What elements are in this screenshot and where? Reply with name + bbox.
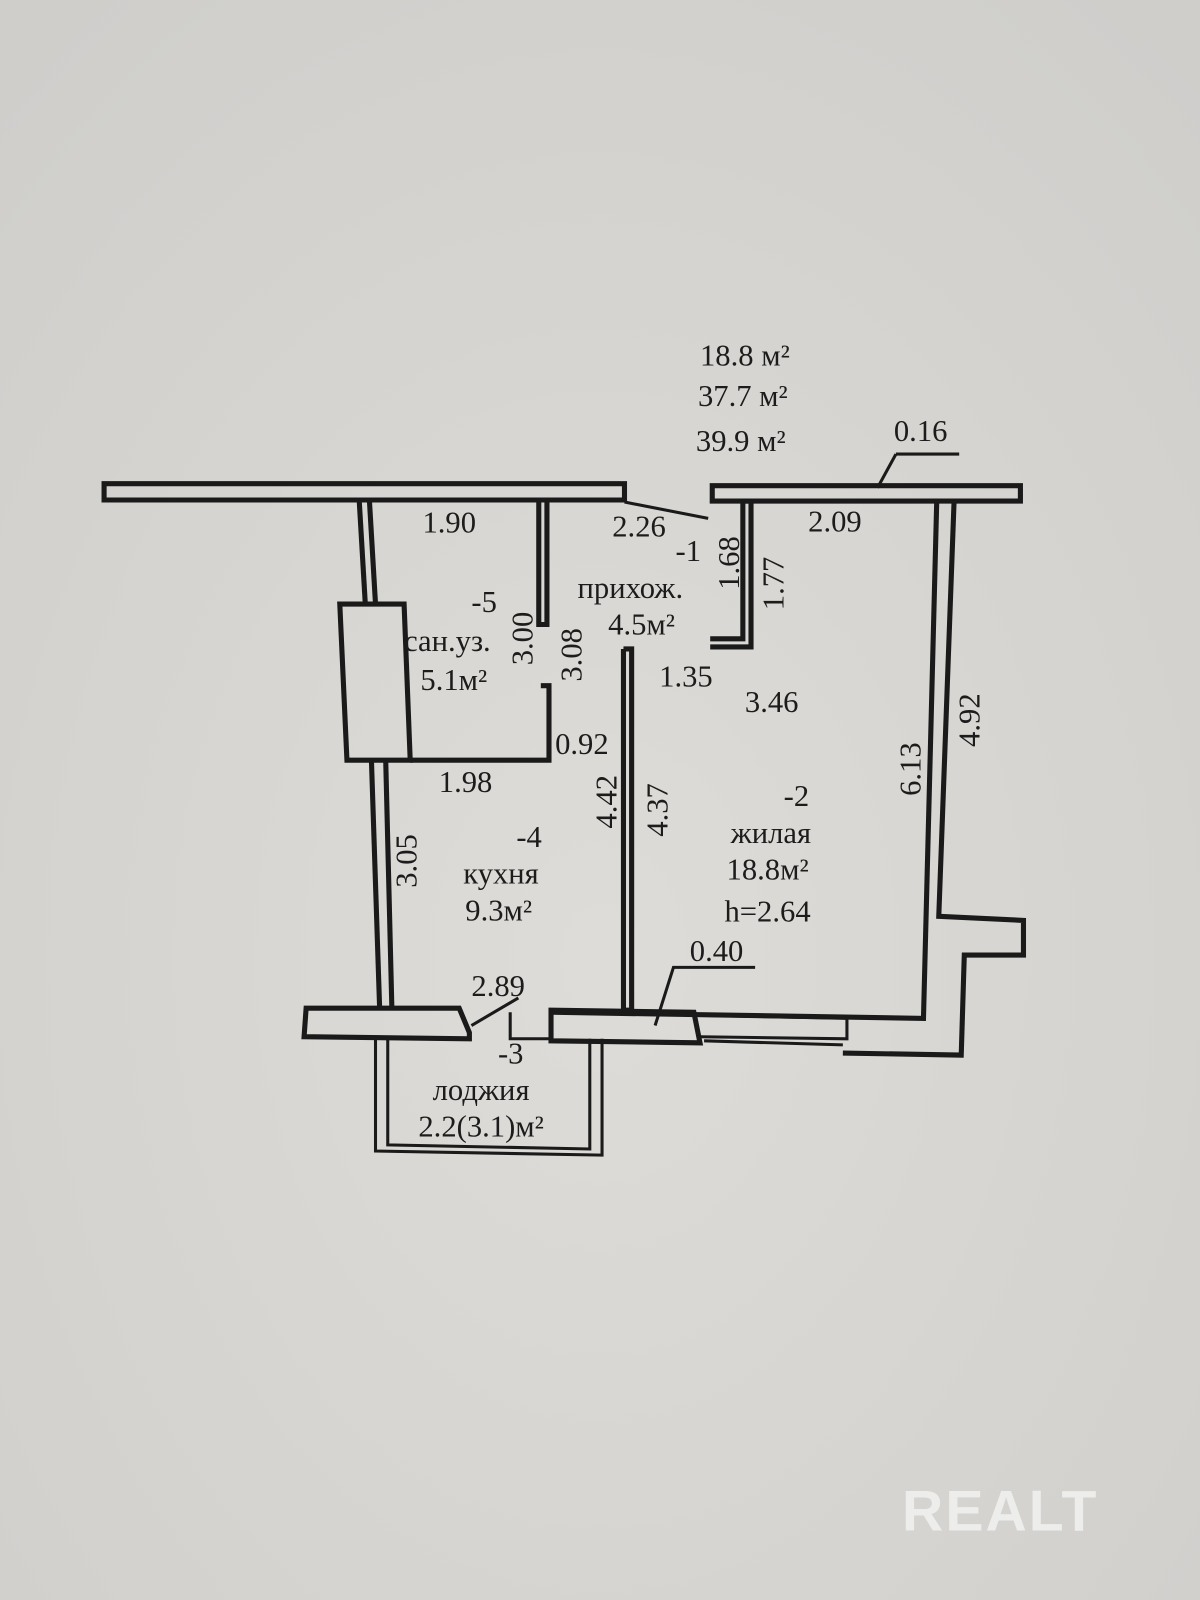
walls (101, 452, 1027, 1157)
dim-0-40: 0.40 (690, 934, 744, 968)
dim-4-92: 4.92 (953, 693, 987, 747)
area-summary: 18.8 м² 37.7 м² 39.9 м² (696, 338, 790, 458)
room-4-area: 9.3м² (465, 893, 532, 927)
dim-2-26: 2.26 (612, 510, 666, 544)
dim-1-68: 1.68 (712, 536, 746, 590)
room-5-number: -5 (471, 585, 497, 619)
room-2-area: 18.8м² (727, 853, 809, 887)
dim-1-98: 1.98 (439, 765, 493, 799)
dim-4-42: 4.42 (589, 775, 623, 829)
realt-watermark-logo: REALT (902, 1480, 1098, 1544)
total-area-with-loggia: 39.9 м² (696, 424, 786, 458)
dim-0-16: 0.16 (894, 414, 948, 448)
room-5-name: сан.уз. (404, 624, 491, 658)
room-4-name: кухня (463, 857, 539, 891)
room-1-number: -1 (676, 534, 702, 568)
dim-1-90: 1.90 (422, 506, 476, 540)
dim-1-77: 1.77 (757, 557, 791, 611)
room-1-area: 4.5м² (608, 608, 675, 642)
room-3-name: лоджия (433, 1073, 530, 1107)
total-area: 37.7 м² (698, 379, 788, 413)
dim-3-00: 3.00 (506, 612, 540, 666)
room-labels: -1 прихож. 4.5м² -2 жилая 18.8м² h=2.64 … (404, 534, 811, 1144)
room-3-number: -3 (498, 1036, 523, 1070)
room-3-area: 2.2(3.1)м² (418, 1110, 543, 1144)
room-4-number: -4 (516, 820, 542, 854)
room-2-number: -2 (784, 779, 810, 813)
room-2-name: жилая (730, 816, 811, 850)
dim-2-09: 2.09 (808, 505, 862, 539)
room-1-name: прихож. (578, 571, 684, 605)
dim-6-13: 6.13 (893, 742, 927, 796)
dim-3-08: 3.08 (555, 628, 589, 682)
dimensions: 0.16 1.90 2.26 2.09 1.35 3.46 0.92 1.98 … (389, 414, 986, 1003)
dim-2-89: 2.89 (471, 969, 525, 1003)
dim-0-92: 0.92 (555, 727, 609, 761)
dim-1-35: 1.35 (659, 660, 713, 694)
dim-4-37: 4.37 (640, 783, 674, 837)
dim-3-46: 3.46 (745, 685, 799, 719)
dim-3-05: 3.05 (389, 834, 423, 888)
ceiling-height: h=2.64 (724, 894, 810, 928)
living-area-total: 18.8 м² (700, 338, 790, 372)
room-5-area: 5.1м² (420, 663, 487, 697)
